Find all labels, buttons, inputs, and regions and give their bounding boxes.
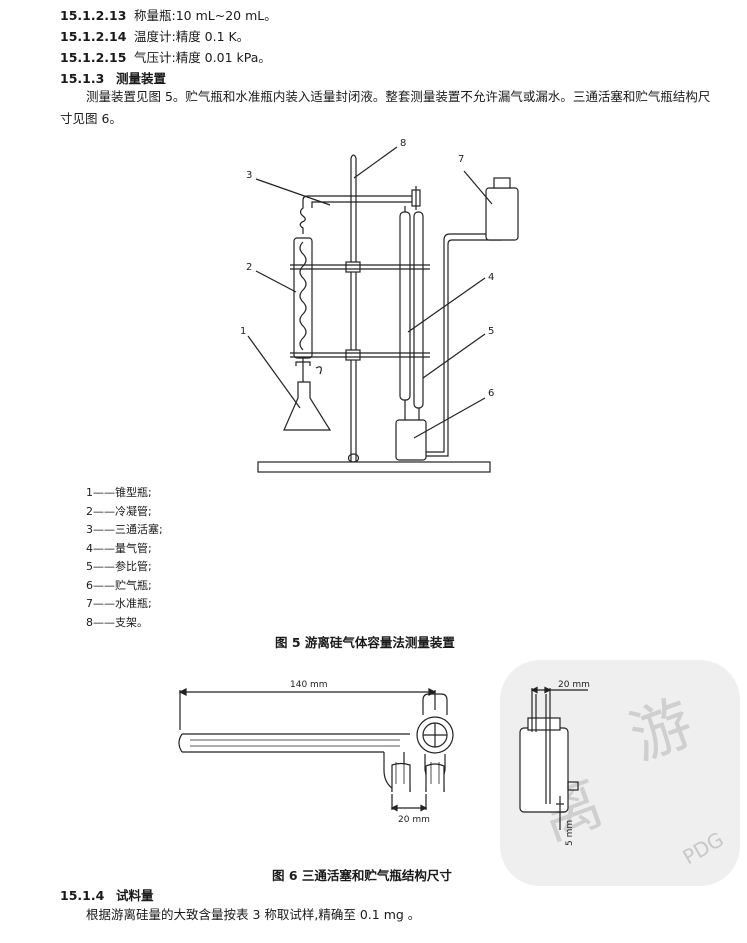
dim-5mm: 5 mm [565, 820, 575, 846]
callout-1: 1 [240, 326, 246, 337]
legend-item: 6——贮气瓶; [86, 578, 152, 592]
item-text: 温度计:精度 0.1 K。 [134, 29, 250, 44]
section-number: 15.1.3 [60, 71, 105, 86]
section-heading-15-1-3: 15.1.3 测量装置 [60, 68, 166, 87]
dim-20mm-stopcock: 20 mm [398, 815, 430, 825]
item-15-1-2-14: 15.1.2.14 温度计:精度 0.1 K。 [60, 26, 249, 45]
figure-6-dimensions: 140 mm 20 mm 20 mm 5 mm [178, 680, 590, 846]
section-number: 15.1.4 [60, 888, 105, 903]
item-15-1-2-15: 15.1.2.15 气压计:精度 0.01 kPa。 [60, 47, 271, 66]
section-heading-15-1-4: 15.1.4 试料量 [60, 885, 154, 904]
item-number: 15.1.2.14 [60, 29, 127, 44]
section-title: 试料量 [116, 888, 154, 903]
item-number: 15.1.2.13 [60, 8, 127, 23]
callout-7: 7 [458, 154, 464, 165]
callout-3: 3 [246, 170, 252, 181]
legend-item: 5——参比管; [86, 560, 152, 573]
legend-item: 1——锥型瓶; [86, 486, 152, 499]
item-text: 称量瓶:10 mL~20 mL。 [134, 8, 277, 23]
legend-item: 4——量气管; [86, 541, 152, 555]
item-text: 气压计:精度 0.01 kPa。 [134, 50, 271, 65]
legend-item: 7——水准瓶; [86, 597, 152, 610]
dim-20mm-bottle: 20 mm [558, 680, 590, 690]
figure-5-caption: 图 5 游离硅气体容量法测量装置 [275, 635, 455, 650]
callout-5: 5 [488, 326, 494, 337]
legend-item: 3——三通活塞; [86, 523, 163, 536]
item-number: 15.1.2.15 [60, 50, 127, 65]
paragraph-15-1-4: 根据游离硅量的大致含量按表 3 称取试样,精确至 0.1 mg 。 [86, 907, 421, 922]
callout-6: 6 [488, 388, 494, 399]
figure-5-legend: 1——锥型瓶; 2——冷凝管; 3——三通活塞; 4——量气管; 5——参比管;… [86, 484, 163, 632]
legend-item: 8——支架。 [86, 615, 148, 629]
dim-140mm: 140 mm [290, 680, 328, 690]
callout-2: 2 [246, 262, 252, 273]
callout-8: 8 [400, 138, 406, 149]
callout-4: 4 [488, 272, 494, 283]
paragraph-15-1-3: 测量装置见图 5。贮气瓶和水准瓶内装入适量封闭液。整套测量装置不允许漏气或漏水。… [60, 89, 711, 126]
figure-6-caption: 图 6 三通活塞和贮气瓶结构尺寸 [272, 868, 452, 883]
item-15-1-2-13: 15.1.2.13 称量瓶:10 mL~20 mL。 [60, 5, 277, 24]
figure-5-apparatus: 8 3 7 2 4 1 5 6 [240, 138, 519, 473]
section-title: 测量装置 [116, 71, 167, 86]
legend-item: 2——冷凝管; [86, 504, 152, 518]
stand-base [257, 461, 491, 473]
